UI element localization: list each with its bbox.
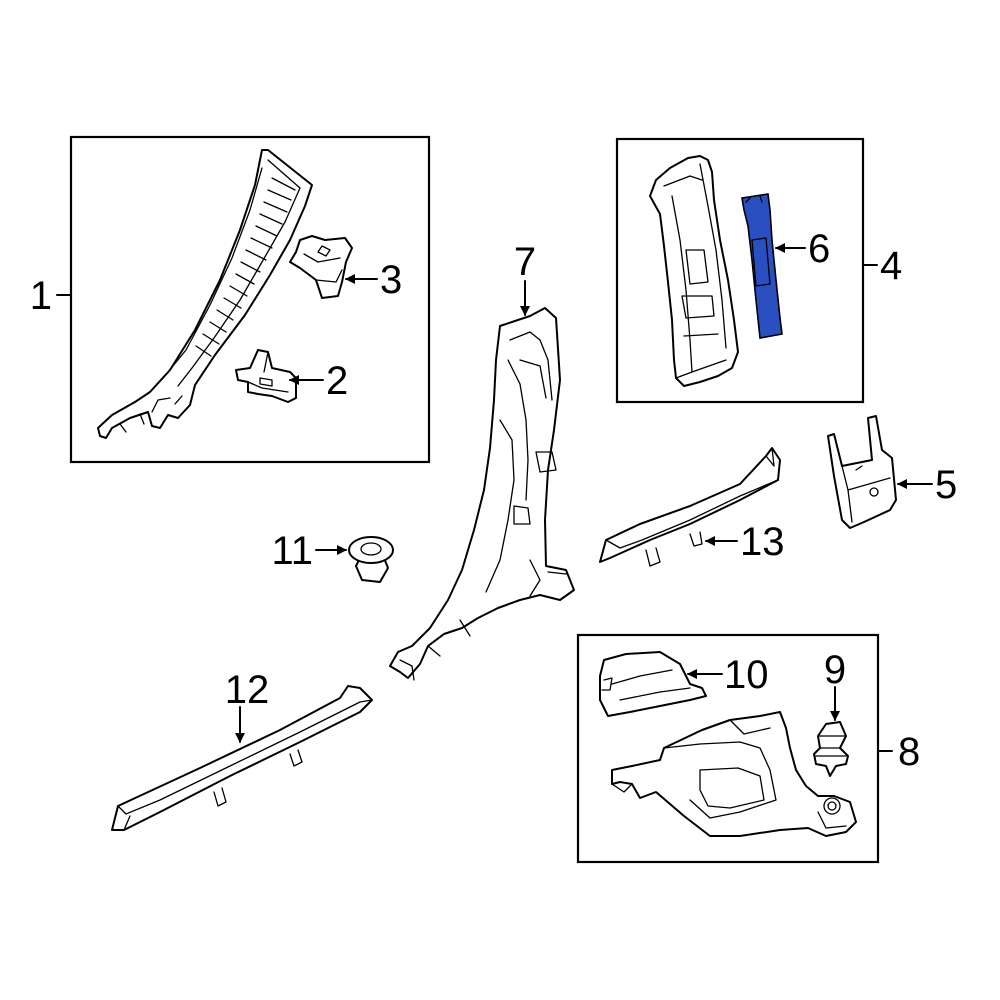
callout-13: 13	[740, 520, 785, 564]
callout-8: 8	[898, 730, 920, 774]
bracket-clip-2-part	[235, 349, 297, 403]
callout-6: 6	[808, 227, 830, 271]
b-pillar-upper-trim-part	[649, 155, 739, 387]
callout-10: 10	[724, 653, 769, 697]
callout-1: 1	[30, 274, 52, 318]
group-box-1	[69, 135, 431, 464]
callout-2: 2	[326, 359, 348, 403]
callout-7: 7	[514, 240, 536, 284]
callout-11: 11	[271, 529, 313, 573]
callout-5: 5	[935, 463, 957, 507]
bracket-5-part	[827, 415, 897, 529]
highlighted-pad-6-part	[741, 193, 783, 339]
cover-cap-10-part	[599, 651, 707, 717]
callout-9: 9	[824, 648, 846, 692]
callout-12: 12	[225, 668, 270, 712]
sill-trim-12-part	[111, 685, 373, 831]
b-pillar-lower-trim-part	[389, 307, 575, 681]
a-pillar-trim-part	[97, 149, 313, 439]
lower-pillar-trim-8-part	[611, 711, 857, 837]
pad-6-fill	[741, 193, 783, 339]
callout-3: 3	[380, 258, 402, 302]
sill-trim-13-part	[599, 447, 781, 567]
group-box-4	[615, 137, 865, 404]
group-box-8	[576, 633, 880, 864]
push-clip-9-part	[813, 721, 849, 777]
clip-3-part	[289, 235, 353, 299]
grommet-nut-11-part	[348, 536, 394, 583]
callout-4: 4	[880, 244, 902, 288]
